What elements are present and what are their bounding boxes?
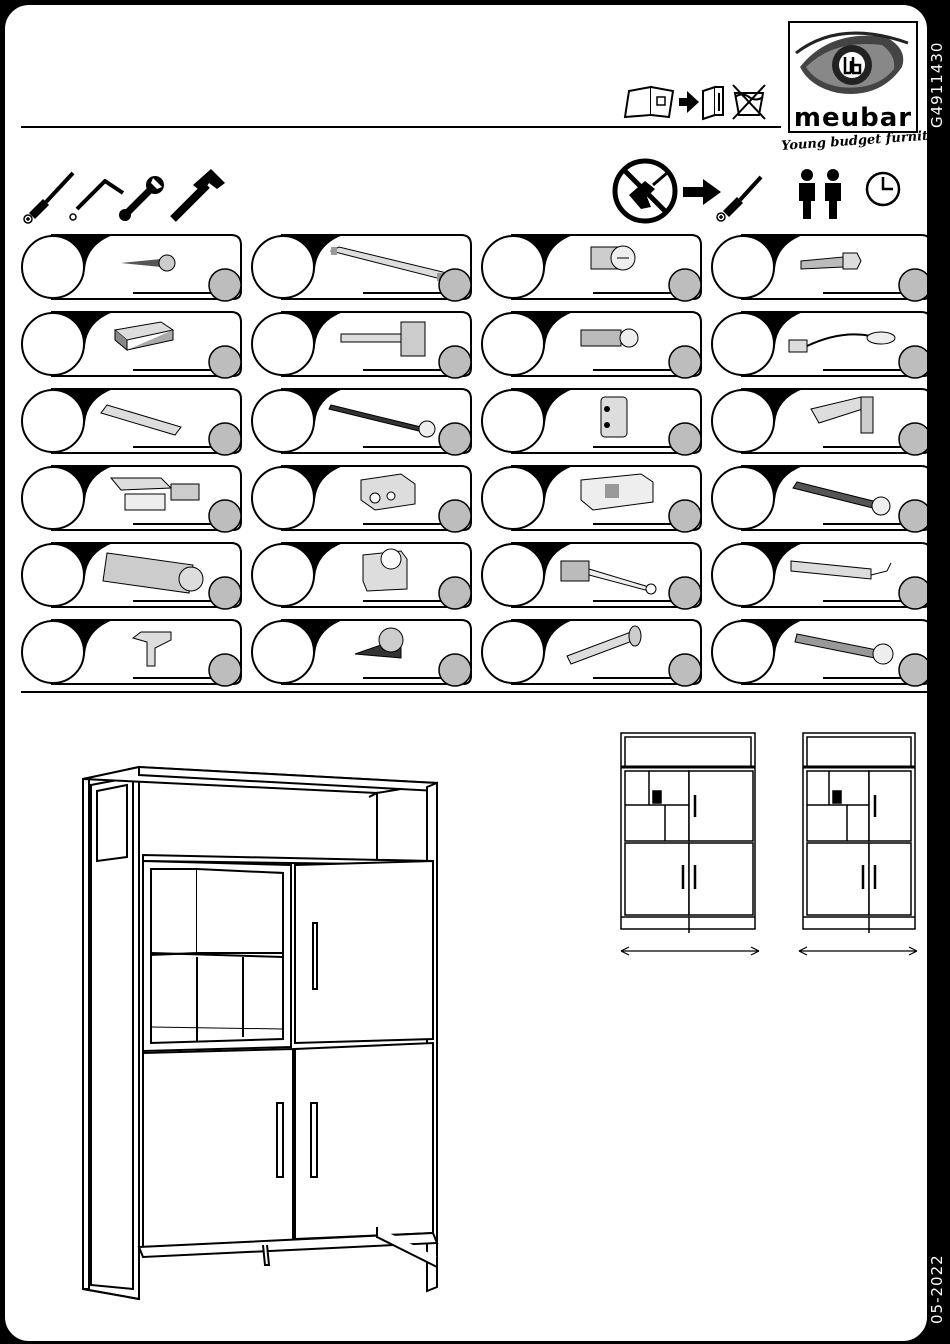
part-card xyxy=(251,541,473,609)
part-card xyxy=(481,541,703,609)
wall-bracket-icon xyxy=(21,310,247,380)
allen-key-icon xyxy=(70,181,123,220)
part-card xyxy=(251,310,473,378)
manual-book-icon xyxy=(625,87,673,117)
part-card xyxy=(21,618,243,686)
part-card xyxy=(251,233,473,301)
arrow-right-icon xyxy=(679,91,699,113)
part-card xyxy=(481,233,703,301)
no-power-drill-icon xyxy=(615,161,675,221)
corner-connector-icon xyxy=(251,618,477,688)
instruction-sheet: meubar Young budget furniture xyxy=(3,3,929,1343)
cabinet-perspective-drawing xyxy=(77,757,447,1317)
led-strip-icon xyxy=(711,541,929,611)
tools-row xyxy=(21,167,231,225)
no-washing-icon xyxy=(733,85,765,119)
connecting-dowel-icon xyxy=(481,618,707,688)
hammer-icon xyxy=(173,169,225,219)
variant-narrow xyxy=(799,733,917,955)
part-card xyxy=(711,541,929,609)
shelf-support-icon xyxy=(21,618,247,688)
led-light-cable-icon xyxy=(711,310,929,380)
part-card xyxy=(711,310,929,378)
part-card xyxy=(21,310,243,378)
clock-icon xyxy=(867,173,899,205)
hand-screwdriver-icon xyxy=(717,177,761,221)
part-card xyxy=(21,541,243,609)
shelf-pin-plate-icon xyxy=(251,310,477,380)
part-card xyxy=(21,233,243,301)
arrow-right-icon xyxy=(683,179,721,205)
product-code: G4911430 xyxy=(928,42,946,128)
hex-bolt-icon xyxy=(711,233,929,303)
wooden-dowel-icon xyxy=(21,541,247,611)
cam-lock-icon xyxy=(251,541,477,611)
clip-hinge-icon xyxy=(21,464,247,534)
side-band: G4911430 05-2022 xyxy=(922,0,950,1344)
variant-wide xyxy=(621,733,759,955)
cabinet-hinge-icon xyxy=(711,387,929,457)
chipboard-screw-icon xyxy=(711,464,929,534)
phillips-screwdriver-icon xyxy=(24,173,73,223)
part-card xyxy=(481,387,703,455)
hinge-mounting-plate-icon xyxy=(481,387,707,457)
assembly-notices xyxy=(611,157,907,229)
machine-screw-icon xyxy=(711,618,929,688)
part-card xyxy=(21,387,243,455)
drawer-connector-icon xyxy=(481,464,707,534)
part-card xyxy=(251,464,473,532)
brand-logo: meubar xyxy=(788,21,918,133)
washer-head-screw-icon xyxy=(21,233,247,303)
anchor-bolt-icon xyxy=(481,541,707,611)
part-card xyxy=(21,464,243,532)
part-card xyxy=(481,618,703,686)
countersunk-wood-screw-icon xyxy=(251,387,477,457)
eye-emblem-icon xyxy=(790,23,916,103)
wall-plug-anchor-icon xyxy=(21,387,247,457)
part-card xyxy=(711,233,929,301)
two-persons-icon xyxy=(799,169,841,219)
plastic-connector-block-icon xyxy=(251,464,477,534)
binder-folder-icon xyxy=(703,87,723,119)
part-card xyxy=(711,464,929,532)
part-card xyxy=(711,387,929,455)
part-card xyxy=(251,618,473,686)
part-card xyxy=(711,618,929,686)
brand-name: meubar xyxy=(790,103,916,133)
part-card xyxy=(481,464,703,532)
width-arrow-icon xyxy=(799,947,917,955)
header-divider xyxy=(21,126,781,128)
wrench-icon xyxy=(119,176,164,221)
width-arrow-icon xyxy=(621,947,759,955)
bar-handle-icon xyxy=(251,233,477,303)
parts-divider xyxy=(21,691,929,693)
manual-to-binder-icons xyxy=(623,81,773,123)
part-card xyxy=(251,387,473,455)
euro-screw-icon xyxy=(481,310,707,380)
part-card xyxy=(481,310,703,378)
variant-elevations xyxy=(617,729,917,961)
date-code: 05-2022 xyxy=(928,1254,946,1324)
cam-bolt-icon xyxy=(481,233,707,303)
